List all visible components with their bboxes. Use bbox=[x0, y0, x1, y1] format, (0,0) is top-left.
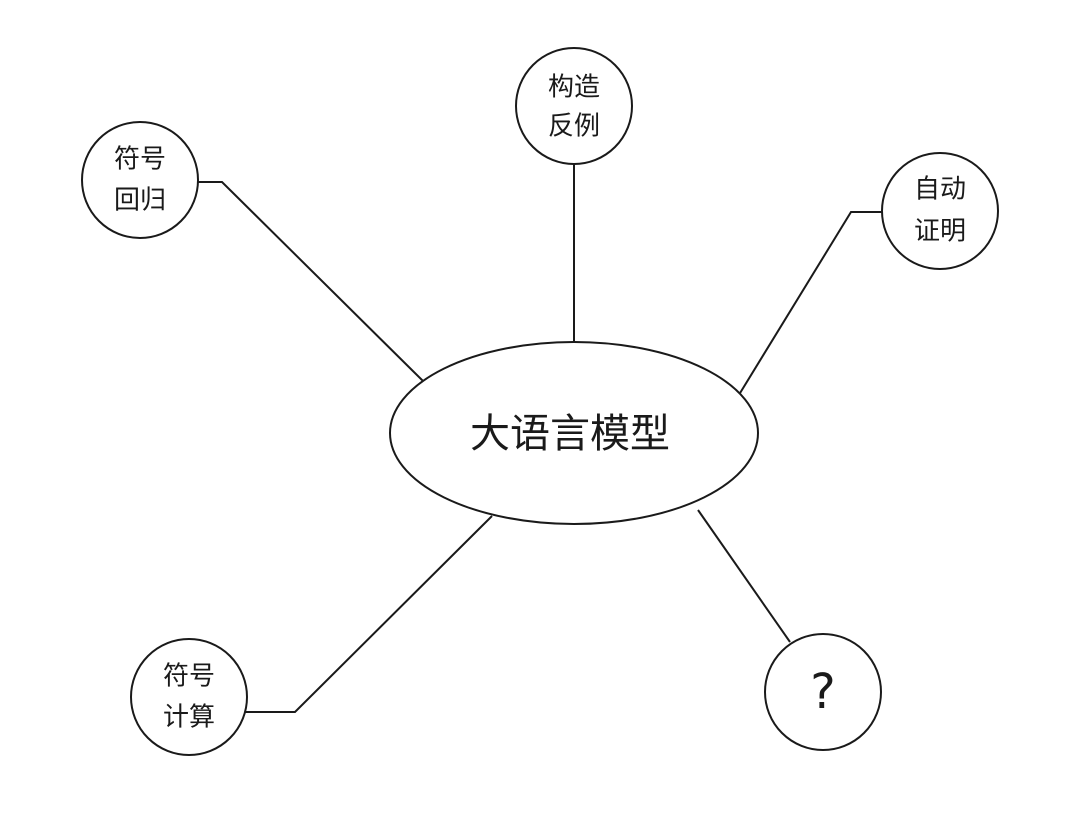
node-symbolic-regression-circle bbox=[81, 121, 199, 239]
node-counterexample: 构造 反例 bbox=[515, 47, 633, 165]
node-counterexample-line2: 反例 bbox=[548, 112, 600, 142]
node-counterexample-line1: 构造 bbox=[548, 73, 600, 103]
node-symbolic-computation-line2: 计算 bbox=[163, 703, 215, 733]
center-node: 大语言模型 bbox=[389, 341, 759, 525]
node-symbolic-regression-line1: 符号 bbox=[114, 145, 166, 175]
node-counterexample-circle bbox=[515, 47, 633, 165]
node-unknown: ? bbox=[764, 633, 882, 751]
node-symbolic-computation: 符号 计算 bbox=[130, 638, 248, 756]
node-auto-proof: 自动 证明 bbox=[881, 152, 999, 270]
node-unknown-circle bbox=[764, 633, 882, 751]
node-symbolic-computation-line1: 符号 bbox=[163, 662, 215, 692]
edge-symbolic-regression bbox=[198, 181, 425, 383]
node-symbolic-computation-circle bbox=[130, 638, 248, 756]
node-auto-proof-line2: 证明 bbox=[914, 217, 966, 247]
center-ellipse bbox=[389, 341, 759, 525]
node-symbolic-regression: 符号 回归 bbox=[81, 121, 199, 239]
question-mark: ? bbox=[810, 664, 835, 720]
edge-unknown bbox=[697, 509, 791, 643]
edge-auto-proof bbox=[736, 211, 882, 399]
node-auto-proof-line1: 自动 bbox=[914, 175, 966, 205]
node-symbolic-regression-line2: 回归 bbox=[114, 186, 166, 216]
node-auto-proof-circle bbox=[881, 152, 999, 270]
center-label: 大语言模型 bbox=[470, 411, 670, 457]
edge-symbolic-computation bbox=[245, 515, 493, 713]
